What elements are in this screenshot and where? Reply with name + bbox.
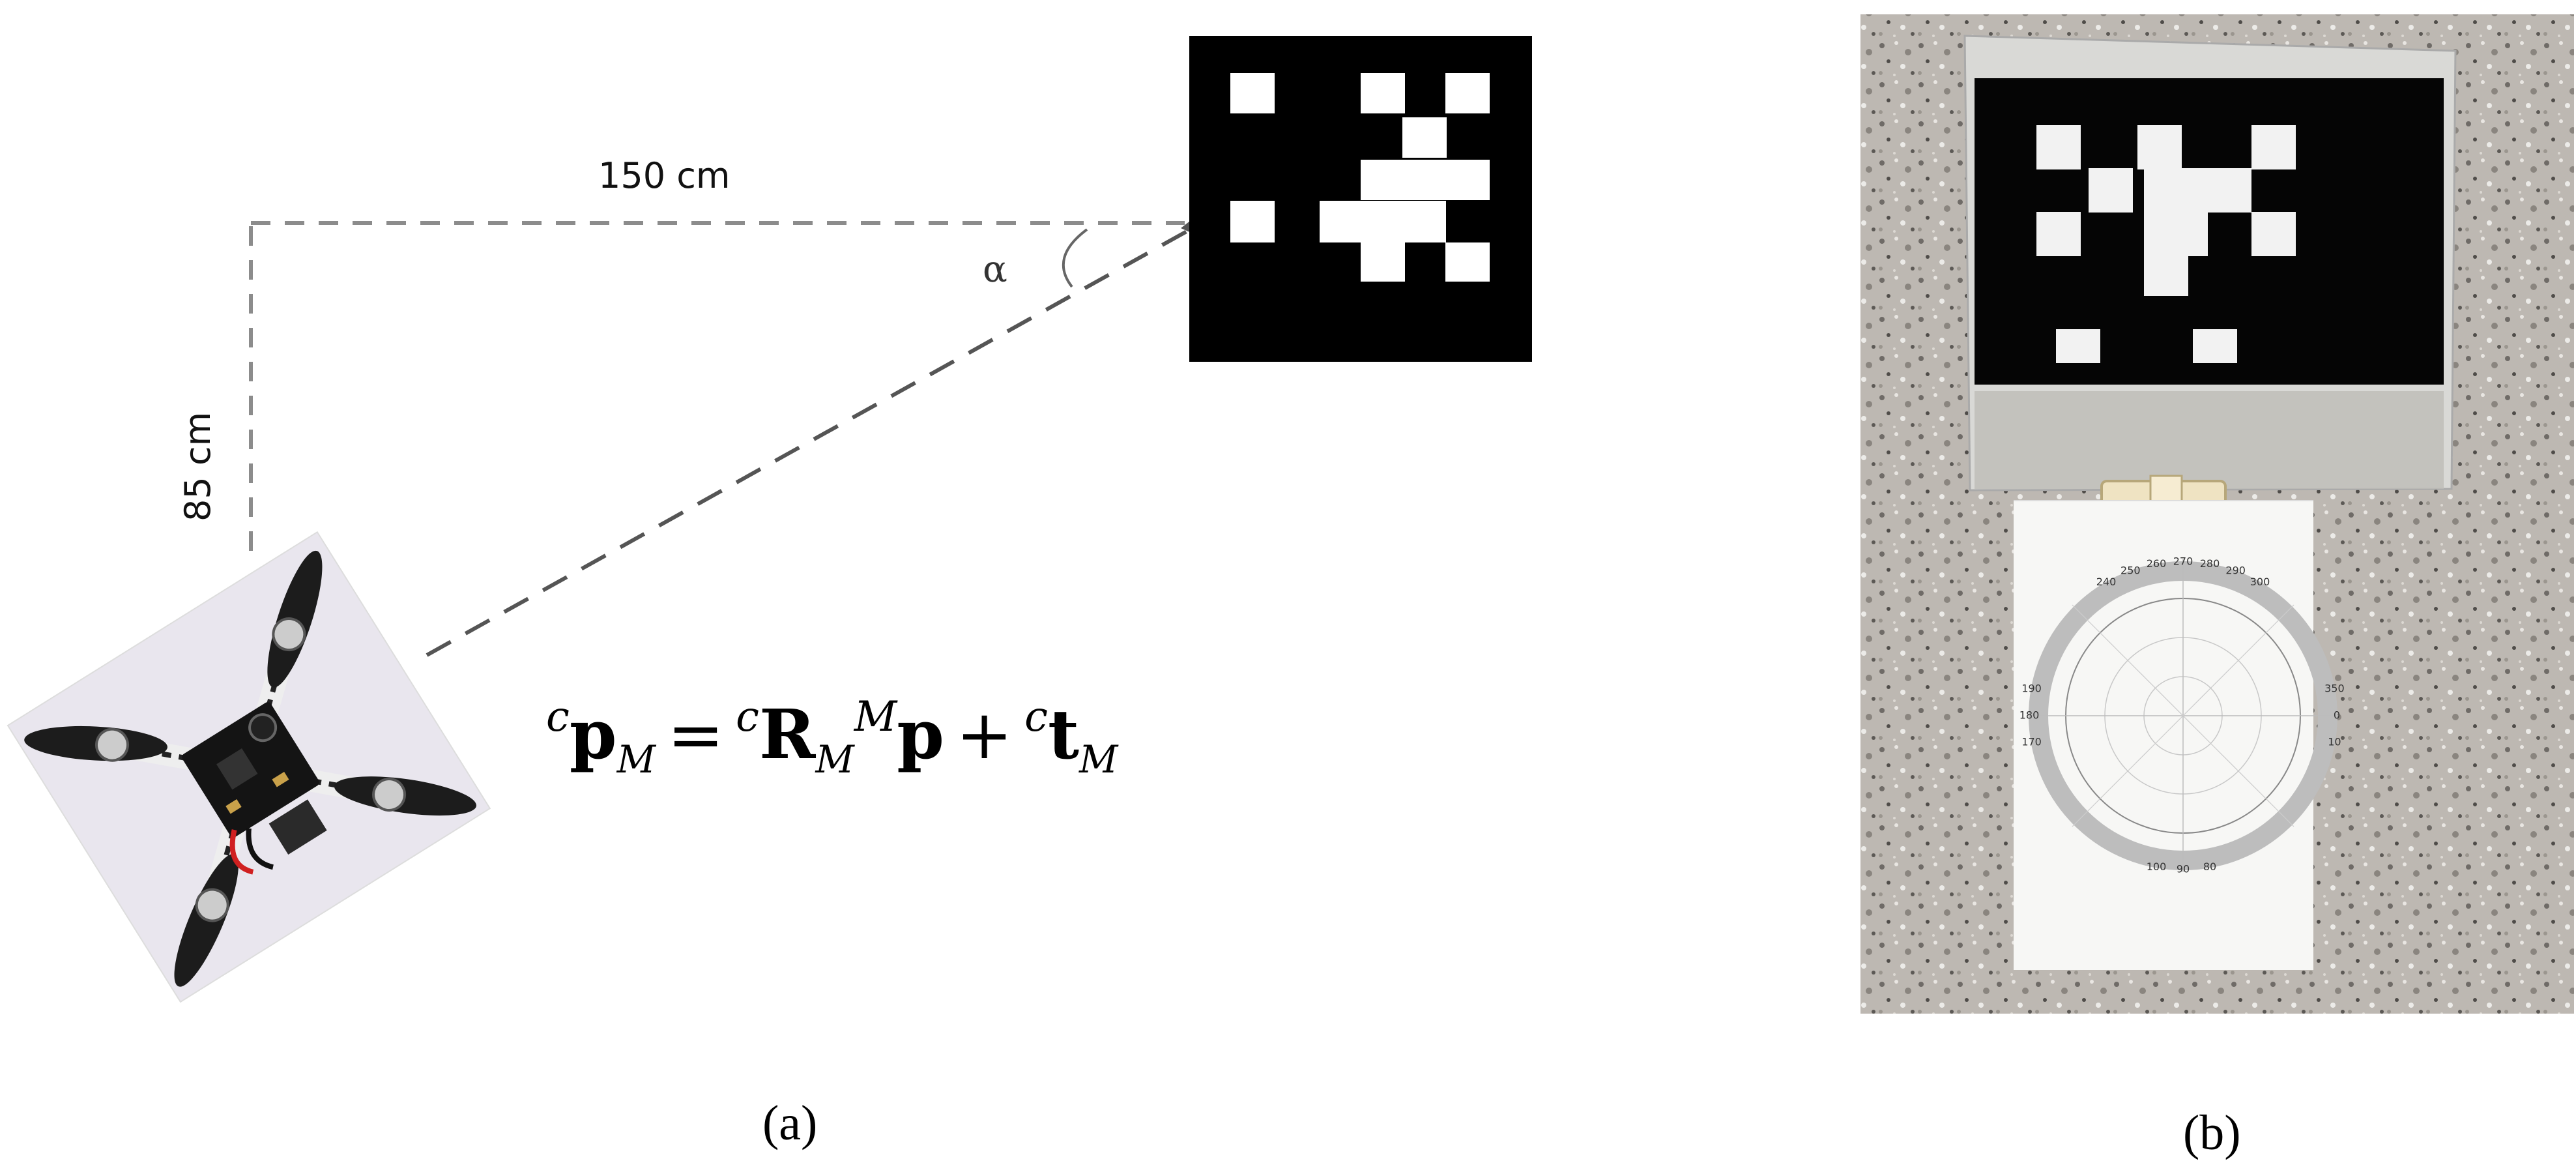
eq-t-symbol: t — [1048, 694, 1080, 774]
protractor-label: 280 — [2200, 557, 2220, 570]
protractor-label: 90 — [2177, 863, 2190, 875]
eq-r-symbol: R — [759, 694, 816, 774]
caption-a: (a) — [762, 1096, 818, 1151]
protractor-label: 190 — [2021, 682, 2042, 695]
protractor-label: 170 — [2021, 736, 2042, 748]
protractor-label: 300 — [2250, 576, 2270, 588]
protractor-label: 240 — [2096, 576, 2117, 588]
protractor-label: 180 — [2019, 709, 2040, 722]
protractor-label: 100 — [2147, 860, 2167, 873]
eq-lhs-symbol: p — [569, 694, 617, 774]
protractor-label: 250 — [2120, 565, 2141, 577]
eq-p-presup: M — [854, 693, 897, 741]
protractor-label: 350 — [2324, 682, 2345, 695]
horizontal-distance-label: 150 cm — [598, 155, 731, 196]
protractor-label: 10 — [2328, 736, 2341, 748]
eq-t-presup: c — [1024, 693, 1048, 741]
drone-photo — [7, 531, 491, 1003]
protractor-label: 260 — [2147, 557, 2167, 570]
protractor-label: 270 — [2173, 555, 2193, 568]
protractor-label: 290 — [2225, 565, 2246, 577]
protractor-label: 80 — [2203, 860, 2216, 873]
pose-equation: cpM=cRMMp+ctM — [546, 696, 1118, 778]
protractor-label: 0 — [2334, 709, 2340, 722]
angle-label: α — [983, 248, 1007, 291]
eq-r-presup: c — [736, 693, 759, 741]
eq-p-symbol: p — [897, 694, 945, 774]
eq-t-sub: M — [1079, 737, 1118, 782]
angle-arc — [1062, 228, 1088, 288]
eq-lhs-presup: c — [546, 693, 570, 741]
eq-equals: = — [667, 695, 725, 774]
stand-aruco-marker — [1975, 78, 2444, 489]
panel-a: α 150 cm 85 cm — [7, 36, 1532, 1003]
eq-plus: + — [956, 695, 1013, 774]
eq-lhs-sub: M — [616, 737, 656, 782]
caption-b: (b) — [2183, 1106, 2241, 1160]
aruco-marker — [1189, 36, 1532, 362]
line-of-sight-dashed-line — [426, 226, 1194, 657]
vertical-distance-label: 85 cm — [177, 412, 218, 521]
eq-r-sub: M — [815, 737, 854, 782]
